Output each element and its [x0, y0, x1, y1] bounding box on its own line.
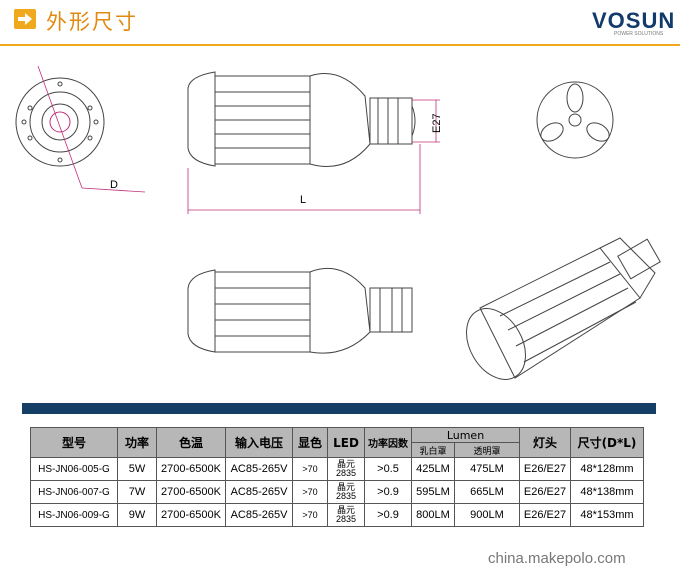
cell-voltage: AC85-265V [225, 480, 293, 504]
section-bar [22, 403, 656, 414]
brand-logo: VOSUN [592, 8, 675, 34]
cell-base: E26/E27 [519, 503, 571, 527]
cell-milky: 425LM [411, 457, 455, 481]
header-power: 功率 [117, 427, 157, 458]
cell-clear: 900LM [454, 503, 520, 527]
cell-milky: 800LM [411, 503, 455, 527]
header-voltage: 输入电压 [225, 427, 293, 458]
header-cct: 色温 [156, 427, 226, 458]
cell-base: E26/E27 [519, 480, 571, 504]
front-view-drawing [15, 65, 146, 193]
length-label: L [300, 194, 306, 206]
cell-cri: >70 [292, 457, 328, 481]
cell-led: 晶元2835 [327, 480, 365, 504]
cell-power: 5W [117, 457, 157, 481]
cell-clear: 475LM [454, 457, 520, 481]
cell-pf: >0.5 [364, 457, 412, 481]
cell-cri: >70 [292, 480, 328, 504]
table-row: HS-JN06-009-G 9W 2700-6500K AC85-265V >7… [30, 503, 644, 527]
diameter-label: D [110, 179, 118, 191]
cell-voltage: AC85-265V [225, 503, 293, 527]
rear-view-drawing [536, 81, 614, 159]
brand-name: VOSUN [592, 8, 676, 33]
arrow-right-icon [14, 9, 36, 29]
cell-power: 7W [117, 480, 157, 504]
cell-size: 48*138mm [570, 480, 644, 504]
watermark: china.makepolo.com [488, 550, 626, 567]
cell-cct: 2700-6500K [156, 480, 226, 504]
table-row: HS-JN06-007-G 7W 2700-6500K AC85-265V >7… [30, 480, 644, 504]
cell-model: HS-JN06-007-G [30, 480, 118, 504]
header-milky: 乳白罩 [411, 442, 455, 458]
header-clear: 透明罩 [454, 442, 520, 458]
cell-model: HS-JN06-009-G [30, 503, 118, 527]
cell-cct: 2700-6500K [156, 457, 226, 481]
spec-table: 型号 功率 色温 输入电压 显色 LED 功率因数 Lumen 灯头 尺寸(D*… [30, 427, 644, 527]
page-header: 外形尺寸 [0, 0, 680, 46]
section-title: 外形尺寸 [46, 10, 138, 34]
table-row: HS-JN06-005-G 5W 2700-6500K AC85-265V >7… [30, 457, 644, 481]
base-size-label: E27 [431, 113, 443, 133]
header-size: 尺寸(D*L) [570, 427, 644, 458]
cell-base: E26/E27 [519, 457, 571, 481]
header-base: 灯头 [519, 427, 571, 458]
header-cri: 显色 [292, 427, 328, 458]
cell-led: 晶元2835 [327, 503, 365, 527]
technical-drawing: D E27 L [15, 65, 661, 380]
cell-voltage: AC85-265V [225, 457, 293, 481]
cell-cri: >70 [292, 503, 328, 527]
cell-cct: 2700-6500K [156, 503, 226, 527]
side-view-drawing [187, 71, 440, 214]
header-divider [0, 44, 680, 46]
side-view-drawing-2 [187, 267, 413, 354]
cell-pf: >0.9 [364, 503, 412, 527]
header-lumen: Lumen [411, 427, 520, 443]
cell-size: 48*128mm [570, 457, 644, 481]
cell-model: HS-JN06-005-G [30, 457, 118, 481]
cell-milky: 595LM [411, 480, 455, 504]
brand-tagline: POWER SOLUTIONS [614, 31, 664, 37]
perspective-view-drawing [466, 237, 661, 380]
header-model: 型号 [30, 427, 118, 458]
cell-led: 晶元2835 [327, 457, 365, 481]
header-pf: 功率因数 [364, 427, 412, 458]
header-led: LED [327, 427, 365, 458]
cell-pf: >0.9 [364, 480, 412, 504]
cell-size: 48*153mm [570, 503, 644, 527]
cell-clear: 665LM [454, 480, 520, 504]
cell-power: 9W [117, 503, 157, 527]
